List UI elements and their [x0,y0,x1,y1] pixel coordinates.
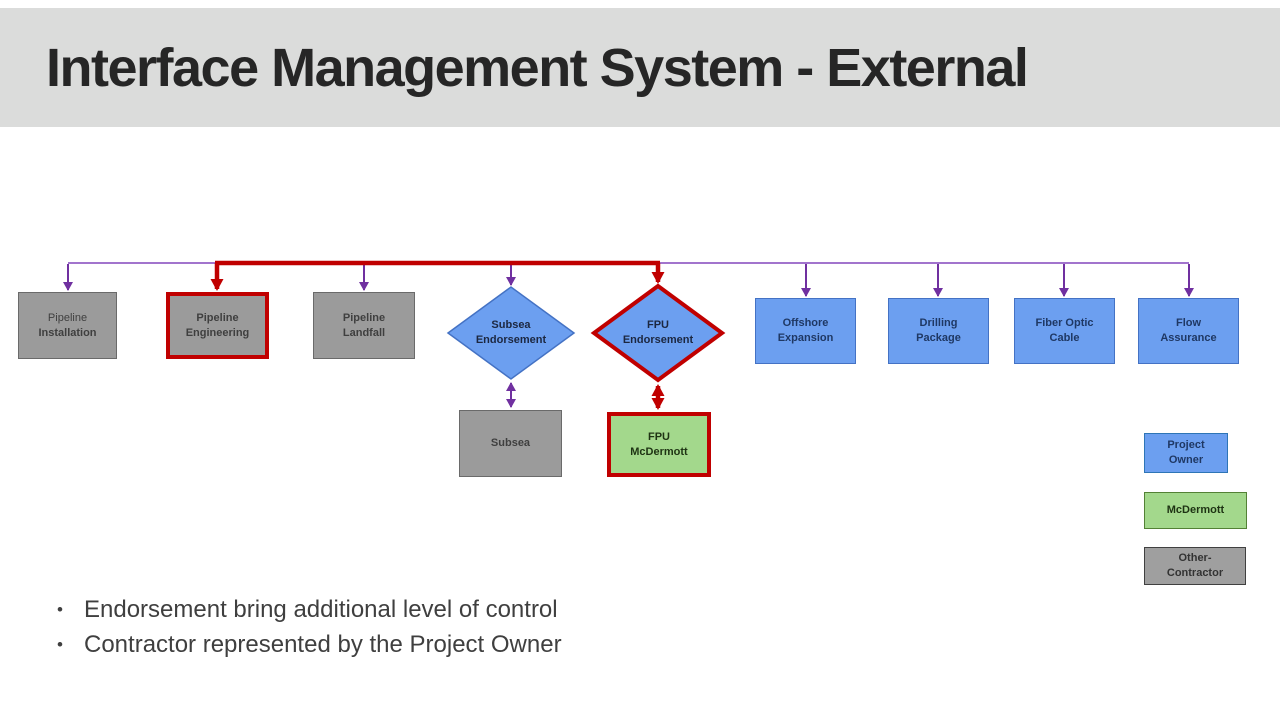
node-pipeline-landfall: Pipeline Landfall [313,292,415,359]
node-pipeline-installation: Pipeline Installation [18,292,117,359]
node-fpu-mcdermott: FPU McDermott [607,412,711,477]
node-label: Landfall [342,326,386,339]
legend-mcdermott: McDermott [1144,492,1247,529]
node-label: Pipeline [342,311,386,324]
node-label: Pipeline [47,311,88,324]
node-label: Drilling [919,317,958,330]
node-label: Package [916,332,961,344]
bullet-text: Endorsement bring additional level of co… [84,596,558,623]
legend-other-contractor: Other- Contractor [1144,547,1246,585]
node-label: Fiber Optic [1035,317,1094,330]
node-offshore-expansion: Offshore Expansion [755,298,856,364]
red-connectors [210,260,665,410]
legend-label: Other- [1178,552,1212,565]
bullet-dot-icon: • [57,600,63,619]
legend-label: Project [1167,439,1205,452]
bullet-list: • Endorsement bring additional level of … [57,596,562,666]
node-label: Assurance [1160,332,1217,344]
node-label: Expansion [777,332,834,344]
node-label: Offshore [782,317,829,330]
fpu-endorsement-diamond [590,283,726,383]
node-label: Engineering [185,326,250,339]
node-label: Cable [1049,332,1080,344]
node-label: McDermott [630,445,688,458]
legend-label: Contractor [1166,567,1224,579]
bullet-item: • Contractor represented by the Project … [57,631,562,659]
node-flow-assurance: Flow Assurance [1138,298,1239,364]
subsea-endorsement-diamond [446,286,576,380]
node-subsea: Subsea [459,410,562,477]
node-fiber-optic-cable: Fiber Optic Cable [1014,298,1115,364]
node-label: Subsea [490,437,531,450]
node-drilling-package: Drilling Package [888,298,989,364]
node-pipeline-engineering: Pipeline Engineering [166,292,269,359]
title-banner: Interface Management System - External [0,8,1280,127]
node-label: Pipeline [196,311,239,324]
legend-label: McDermott [1166,504,1225,517]
bullet-item: • Endorsement bring additional level of … [57,596,562,624]
bullet-text: Contractor represented by the Project Ow… [84,631,562,658]
bullet-dot-icon: • [57,635,63,654]
node-label: FPU [648,430,670,443]
node-label: Flow [1175,317,1202,330]
legend-label: Owner [1168,454,1204,466]
slide-title: Interface Management System - External [46,37,1029,98]
legend-project-owner: Project Owner [1144,433,1228,473]
node-label: Installation [38,326,97,339]
